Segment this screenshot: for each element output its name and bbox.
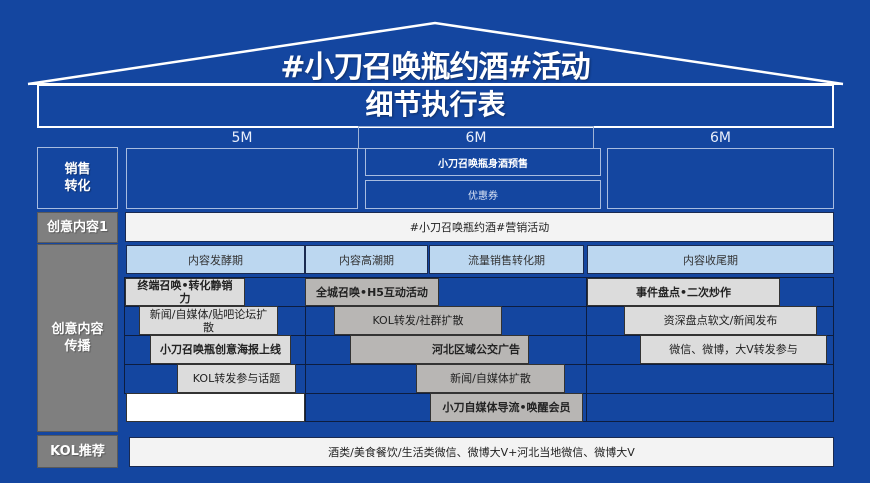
sales-cell-6m-late [607,148,834,209]
phase-ferment: 内容发酵期 [126,245,305,274]
row-label-creative1: 创意内容1 [37,212,118,243]
task-poster-launch: 小刀召唤瓶创意海报上线 [150,335,291,364]
phase-closing: 内容收尾期 [587,245,834,274]
row-label-sales: 销售 转化 [37,147,118,209]
task-city-h5-activity: 全城召唤•H5互动活动 [305,278,439,306]
task-event-review: 事件盘点•二次炒作 [587,278,780,306]
row-label-kol: KOL推荐 [37,435,118,468]
task-bus-ads: 河北区域公交广告 [350,335,529,364]
task-empty-white [126,393,305,422]
task-news-forum-spread-line1: 新闻/自媒体/贴吧论坛扩 [149,307,268,321]
month-label-2: 6M [465,130,487,146]
row-label-spread-line1: 创意内容 [51,322,104,337]
sales-presale-cell: 小刀召唤瓶身酒预售 [365,148,601,176]
month-label-1: 5M [231,130,253,146]
sales-coupon-cell: 优惠券 [365,180,601,209]
sales-cell-5m [126,148,358,209]
task-kol-topic: KOL转发参与话题 [177,364,296,393]
title-frame [37,84,834,128]
row-label-spread-line2: 传播 [64,339,91,354]
row-label-sales-line2: 转化 [64,179,91,194]
page-title: #小刀召唤瓶约酒#活动 [280,50,590,85]
phase-climax: 内容高潮期 [305,245,428,274]
creative1-bar: #小刀召唤瓶约酒#营销活动 [125,212,834,242]
task-kol-community-spread: KOL转发/社群扩散 [334,306,502,335]
task-news-forum-spread: 新闻/自媒体/贴吧论坛扩 散 [139,306,278,335]
task-news-forum-spread-line2: 散 [203,320,214,334]
page-subtitle: 细节执行表 [365,88,506,121]
phase-conversion: 流量销售转化期 [429,245,584,274]
task-news-media-spread: 新闻/自媒体扩散 [416,364,565,393]
task-wechat-weibo-kol: 微信、微博，大V转发参与 [640,335,827,364]
task-soft-article-release: 资深盘点软文/新闻发布 [624,306,817,335]
kol-bar: 酒类/美食餐饮/生活类微信、微博大V+河北当地微信、微博大V [129,437,834,467]
task-terminal-summon-line2: 力 [179,292,191,305]
row-label-spread: 创意内容 传播 [37,244,118,432]
row-label-sales-line1: 销售 [64,162,91,177]
grid-right-row-4 [586,364,834,394]
month-label-3: 6M [710,130,731,146]
grid-right-row-5 [586,393,834,422]
task-media-traffic-members: 小刀自媒体导流•唤醒会员 [430,393,583,422]
task-terminal-summon: 终端召唤•转化静销 力 [125,278,245,306]
task-terminal-summon-line1: 终端召唤•转化静销 [137,279,233,292]
